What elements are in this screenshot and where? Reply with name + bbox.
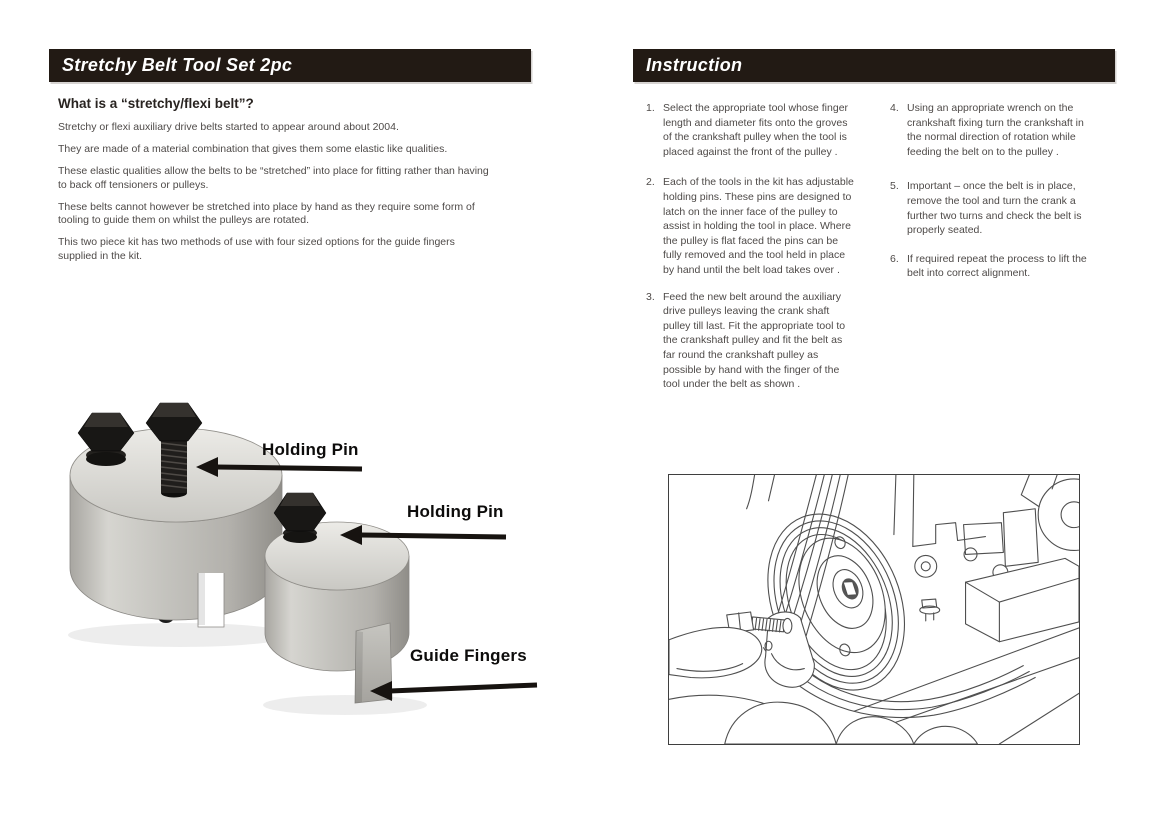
belt-fitting-line-art	[669, 475, 1079, 744]
intro-paragraphs: Stretchy or flexi auxiliary drive belts …	[58, 121, 492, 272]
step-number: 6.	[890, 252, 899, 265]
step-text: If required repeat the process to lift t…	[907, 252, 1087, 280]
intro-heading: What is a “stretchy/flexi belt”?	[58, 96, 254, 111]
holding-pin-bolt-long	[145, 402, 203, 498]
label-arrow-icon	[370, 681, 538, 701]
large-tool	[68, 402, 292, 647]
intro-paragraph: This two piece kit has two methods of us…	[58, 236, 455, 262]
step-item: 2. Each of the tools in the kit has adju…	[646, 175, 861, 277]
step-item: 1. Select the appropriate tool whose fin…	[646, 101, 861, 159]
step-item: 6. If required repeat the process to lif…	[890, 252, 1105, 281]
engine-bracket-edges	[965, 577, 1079, 643]
step-text: Important – once the belt is in place, r…	[907, 180, 1082, 237]
intro-paragraph: These elastic qualities allow the belts …	[58, 165, 489, 191]
subframe-rails	[853, 627, 1079, 744]
belt-upper	[774, 475, 849, 643]
intro-paragraph: Stretchy or flexi auxiliary drive belts …	[58, 121, 399, 133]
label-arrow-icon	[340, 525, 507, 545]
label-arrows	[196, 457, 538, 701]
tool-photo: Holding Pin Holding Pin Guide Fingers	[40, 383, 555, 718]
photo-label-holding-pin-2: Holding Pin	[407, 502, 504, 521]
engine-line-art	[746, 475, 1079, 622]
step-number: 2.	[646, 176, 655, 189]
holding-pin-bolt-small-tool	[273, 492, 327, 543]
engine-bracket	[965, 557, 1079, 643]
hand	[669, 627, 979, 744]
instruction-steps-column-1: 1. Select the appropriate tool whose fin…	[646, 101, 861, 406]
label-arrow-icon	[196, 457, 363, 477]
left-section-header-bar: Stretchy Belt Tool Set 2pc	[49, 49, 531, 82]
holding-pin-bolt-short	[77, 412, 135, 466]
guide-finger-slot	[197, 573, 225, 628]
step-text: Select the appropriate tool whose finger…	[663, 102, 849, 158]
tool-photo-art	[68, 402, 538, 715]
photo-label-guide-fingers: Guide Fingers	[410, 646, 527, 665]
step-text: Using an appropriate wrench on the crank…	[907, 102, 1084, 158]
right-section-header-bar: Instruction	[633, 49, 1115, 82]
step-number: 5.	[890, 180, 899, 193]
intro-paragraph: They are made of a material combination …	[58, 143, 448, 155]
step-text: Feed the new belt around the auxiliary d…	[663, 290, 846, 391]
step-item: 3. Feed the new belt around the auxiliar…	[646, 290, 861, 392]
finger	[724, 701, 837, 744]
step-text: Each of the tools in the kit has adjusta…	[663, 176, 854, 276]
step-item: 4. Using an appropriate wrench on the cr…	[890, 101, 1105, 159]
left-section-title: Stretchy Belt Tool Set 2pc	[62, 55, 293, 75]
step-item: 5. Important – once the belt is in place…	[890, 179, 1105, 237]
belt-fitting-illustration	[668, 474, 1080, 745]
right-section-title: Instruction	[646, 55, 743, 75]
finger	[913, 725, 979, 744]
intro-paragraph: These belts cannot however be stretched …	[58, 200, 475, 227]
small-tool	[263, 492, 427, 715]
finger	[835, 716, 915, 744]
photo-label-holding-pin-1: Holding Pin	[262, 440, 359, 459]
instruction-steps-column-2: 4. Using an appropriate wrench on the cr…	[890, 101, 1105, 295]
crankshaft-pulley	[767, 513, 906, 691]
step-number: 3.	[646, 290, 655, 303]
step-number: 1.	[646, 102, 655, 114]
step-number: 4.	[890, 102, 899, 114]
